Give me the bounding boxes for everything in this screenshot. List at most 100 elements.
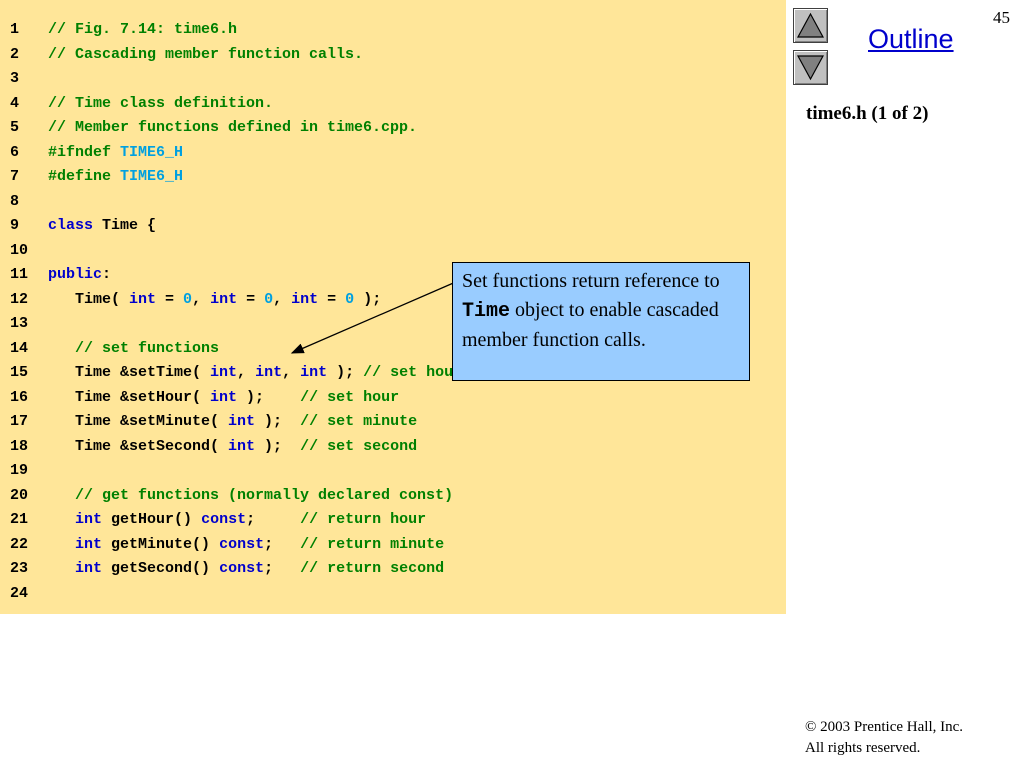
code-line: 13 xyxy=(0,312,786,336)
code-text: Time &setSecond( int ); // set second xyxy=(48,435,417,459)
code-token: class xyxy=(48,217,94,234)
line-number: 16 xyxy=(10,388,29,406)
code-token xyxy=(111,144,120,161)
code-text: // Cascading member function calls. xyxy=(48,43,363,67)
code-token: int xyxy=(300,364,328,381)
code-token: 0 xyxy=(183,290,193,308)
line-number: 11 xyxy=(10,266,29,283)
code-text: // set functions xyxy=(48,337,219,361)
code-line: 14 // set functions xyxy=(0,337,786,361)
code-token: = xyxy=(156,290,184,308)
code-token: getHour() xyxy=(102,511,202,528)
code-line: 16 Time &setHour( int ); // set hour xyxy=(0,386,786,410)
line-number: 5 xyxy=(10,119,20,136)
code-token: // get functions (normally declared cons… xyxy=(48,486,454,504)
code-token: Time &setHour( xyxy=(48,388,211,406)
page-number: 45 xyxy=(993,8,1010,27)
code-token: , xyxy=(192,290,211,308)
code-text: #ifndef TIME6_H xyxy=(48,141,183,165)
code-token: int xyxy=(75,560,103,577)
line-number: 8 xyxy=(10,192,20,210)
line-number: 23 xyxy=(10,560,29,577)
line-number: 10 xyxy=(10,241,29,259)
code-token: // set hour xyxy=(300,388,400,406)
code-token: getMinute() xyxy=(102,535,220,553)
code-token xyxy=(48,511,75,528)
code-token: Time { xyxy=(93,217,157,234)
code-text: // Time class definition. xyxy=(48,92,273,116)
code-token: int xyxy=(291,290,319,308)
copyright-line-2: All rights reserved. xyxy=(805,740,921,756)
code-token: #ifndef xyxy=(48,143,112,161)
code-line: 8 xyxy=(0,190,786,214)
code-token: // Fig. 7.14: time6.h xyxy=(48,21,238,38)
code-line: 1// Fig. 7.14: time6.h xyxy=(0,18,786,42)
callout-code-time: Time xyxy=(462,300,511,323)
code-token: int xyxy=(210,290,238,308)
callout-note: Set functions return reference to Time o… xyxy=(452,262,750,381)
code-line: 20 // get functions (normally declared c… xyxy=(0,484,786,508)
code-token: const xyxy=(201,511,247,528)
code-token: getSecond() xyxy=(102,560,220,577)
code-line: 7#define TIME6_H xyxy=(0,165,786,189)
code-token: ; xyxy=(264,560,301,577)
line-number: 21 xyxy=(10,511,29,528)
code-token: ); xyxy=(327,364,364,381)
code-token: ); xyxy=(354,290,382,308)
code-token: , xyxy=(273,290,292,308)
code-line: 22 int getMinute() const; // return minu… xyxy=(0,533,786,557)
code-token: public xyxy=(48,266,103,283)
line-number: 4 xyxy=(10,94,20,112)
line-number: 12 xyxy=(10,290,29,308)
code-text: Time &setHour( int ); // set hour xyxy=(48,386,399,410)
code-token: // return hour xyxy=(300,511,427,528)
code-token: // Member functions defined in time6.cpp… xyxy=(48,119,418,136)
code-token: Time &setMinute( xyxy=(48,413,229,430)
line-number: 15 xyxy=(10,364,29,381)
outline-link[interactable]: Outline xyxy=(868,24,954,54)
line-number: 20 xyxy=(10,486,29,504)
copyright-notice: © 2003 Prentice Hall, Inc. All rights re… xyxy=(805,717,963,759)
line-number: 9 xyxy=(10,217,20,234)
code-text: Time( int = 0, int = 0, int = 0 ); xyxy=(48,288,381,312)
code-line: 17 Time &setMinute( int ); // set minute xyxy=(0,410,786,434)
code-token: TIME6_H xyxy=(120,168,184,185)
previous-slide-button[interactable] xyxy=(793,8,828,43)
line-number: 2 xyxy=(10,45,20,63)
line-number: 7 xyxy=(10,168,20,185)
code-text: // get functions (normally declared cons… xyxy=(48,484,453,508)
code-line: 5 // Member functions defined in time6.cp… xyxy=(0,116,786,140)
code-token: ); xyxy=(255,413,301,430)
code-token: // set functions xyxy=(48,339,220,357)
code-line: 9 class Time { xyxy=(0,214,786,238)
code-line: 21 int getHour() const; // return hour xyxy=(0,508,786,532)
code-token: , xyxy=(282,364,301,381)
code-text: // Member functions defined in time6.cpp… xyxy=(48,116,417,140)
code-line: 2 // Cascading member function calls. xyxy=(0,43,786,67)
line-number: 17 xyxy=(10,413,29,430)
code-token: ); xyxy=(255,437,301,455)
code-token: int xyxy=(210,388,238,406)
code-token: ); xyxy=(237,388,301,406)
code-text: public: xyxy=(48,263,111,287)
code-token: // set second xyxy=(300,437,418,455)
copyright-line-1: © 2003 Prentice Hall, Inc. xyxy=(805,719,964,735)
code-token: ; xyxy=(264,535,301,553)
code-token: int xyxy=(255,364,283,381)
code-line: 19 xyxy=(0,459,786,483)
code-line: 6#ifndef TIME6_H xyxy=(0,141,786,165)
code-token: int xyxy=(129,290,157,308)
code-token: int xyxy=(228,437,256,455)
code-token xyxy=(111,168,120,185)
code-token: int xyxy=(228,413,256,430)
code-token: TIME6_H xyxy=(120,143,184,161)
code-token: int xyxy=(210,364,238,381)
code-token xyxy=(48,560,75,577)
code-token: 0 xyxy=(345,290,355,308)
line-number: 19 xyxy=(10,462,29,479)
code-line: 18 Time &setSecond( int ); // set second xyxy=(0,435,786,459)
code-token: // return minute xyxy=(300,535,445,553)
code-text: int getHour() const; // return hour xyxy=(48,508,426,532)
code-token: // Time class definition. xyxy=(48,94,274,112)
next-slide-button[interactable] xyxy=(793,50,828,85)
